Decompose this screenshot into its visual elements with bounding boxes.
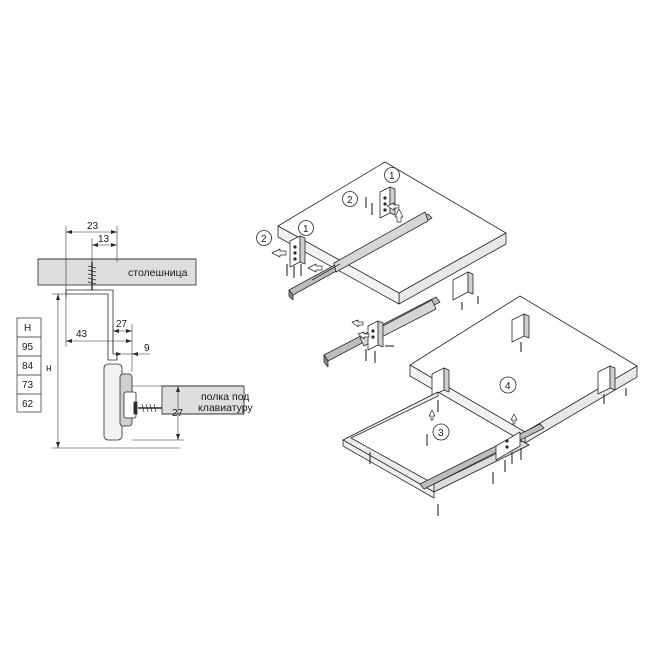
step-label-1b: 1 xyxy=(303,224,309,235)
screws-top xyxy=(286,197,373,278)
bracket-lower-c xyxy=(431,367,450,410)
bracket-top-right xyxy=(379,186,396,219)
arrow-icons-lower xyxy=(428,409,518,425)
dim-27-side: 27 xyxy=(172,408,184,419)
dim-23: 23 xyxy=(87,221,99,232)
rail-middle xyxy=(323,296,441,368)
step-marker-3 xyxy=(432,423,450,441)
rail-profile xyxy=(103,363,123,441)
step-marker-2b xyxy=(256,230,272,246)
step-marker-1a xyxy=(384,167,400,183)
screws-tray xyxy=(369,400,522,516)
dimension-arrowheads xyxy=(56,230,180,448)
step-label-4: 4 xyxy=(505,381,511,392)
bracket-lower-a xyxy=(511,313,530,352)
height-table-value: 73 xyxy=(22,380,34,391)
step-label-2b: 2 xyxy=(261,234,267,245)
dim-43: 43 xyxy=(76,329,88,340)
step-marker-1b xyxy=(298,220,314,236)
height-table-value: 62 xyxy=(22,399,34,410)
arrow-icons-top xyxy=(271,202,404,273)
height-table-value: 84 xyxy=(22,361,34,372)
section-view xyxy=(16,226,245,449)
height-symbol: н xyxy=(46,363,52,374)
step-markers xyxy=(256,167,517,441)
mount-bracket xyxy=(65,289,118,361)
isometric-views xyxy=(271,161,638,516)
bracket-top-left xyxy=(289,235,306,268)
countertop-label: столешница xyxy=(128,267,188,279)
step-labels: 1 2 1 2 3 4 xyxy=(261,171,511,439)
rail-top-assembly xyxy=(288,211,433,301)
keyboard-shelf-label-line2: клавиатуру xyxy=(198,402,254,414)
step-marker-4 xyxy=(499,376,517,394)
dim-27-top: 27 xyxy=(116,319,128,330)
dim-9: 9 xyxy=(144,343,150,354)
section-view-text: 23 13 27 43 9 27 н столешница полка под … xyxy=(22,221,254,419)
shelf-screw-icon xyxy=(133,401,162,415)
countertop-section xyxy=(37,258,197,286)
step-label-1a: 1 xyxy=(389,171,395,182)
dim-13: 13 xyxy=(98,234,110,245)
step-label-2a: 2 xyxy=(347,195,353,206)
height-table-grid xyxy=(16,317,42,413)
bracket-lower-b xyxy=(597,365,627,404)
keyboard-shelf-label: полка под xyxy=(201,391,249,403)
step-label-3: 3 xyxy=(438,428,444,439)
height-table-value: 95 xyxy=(22,342,34,353)
bracket-back xyxy=(452,271,479,310)
keyboard-shelf-tray xyxy=(342,391,545,499)
step-marker-2a xyxy=(342,191,358,207)
height-table-header: H xyxy=(24,323,31,334)
